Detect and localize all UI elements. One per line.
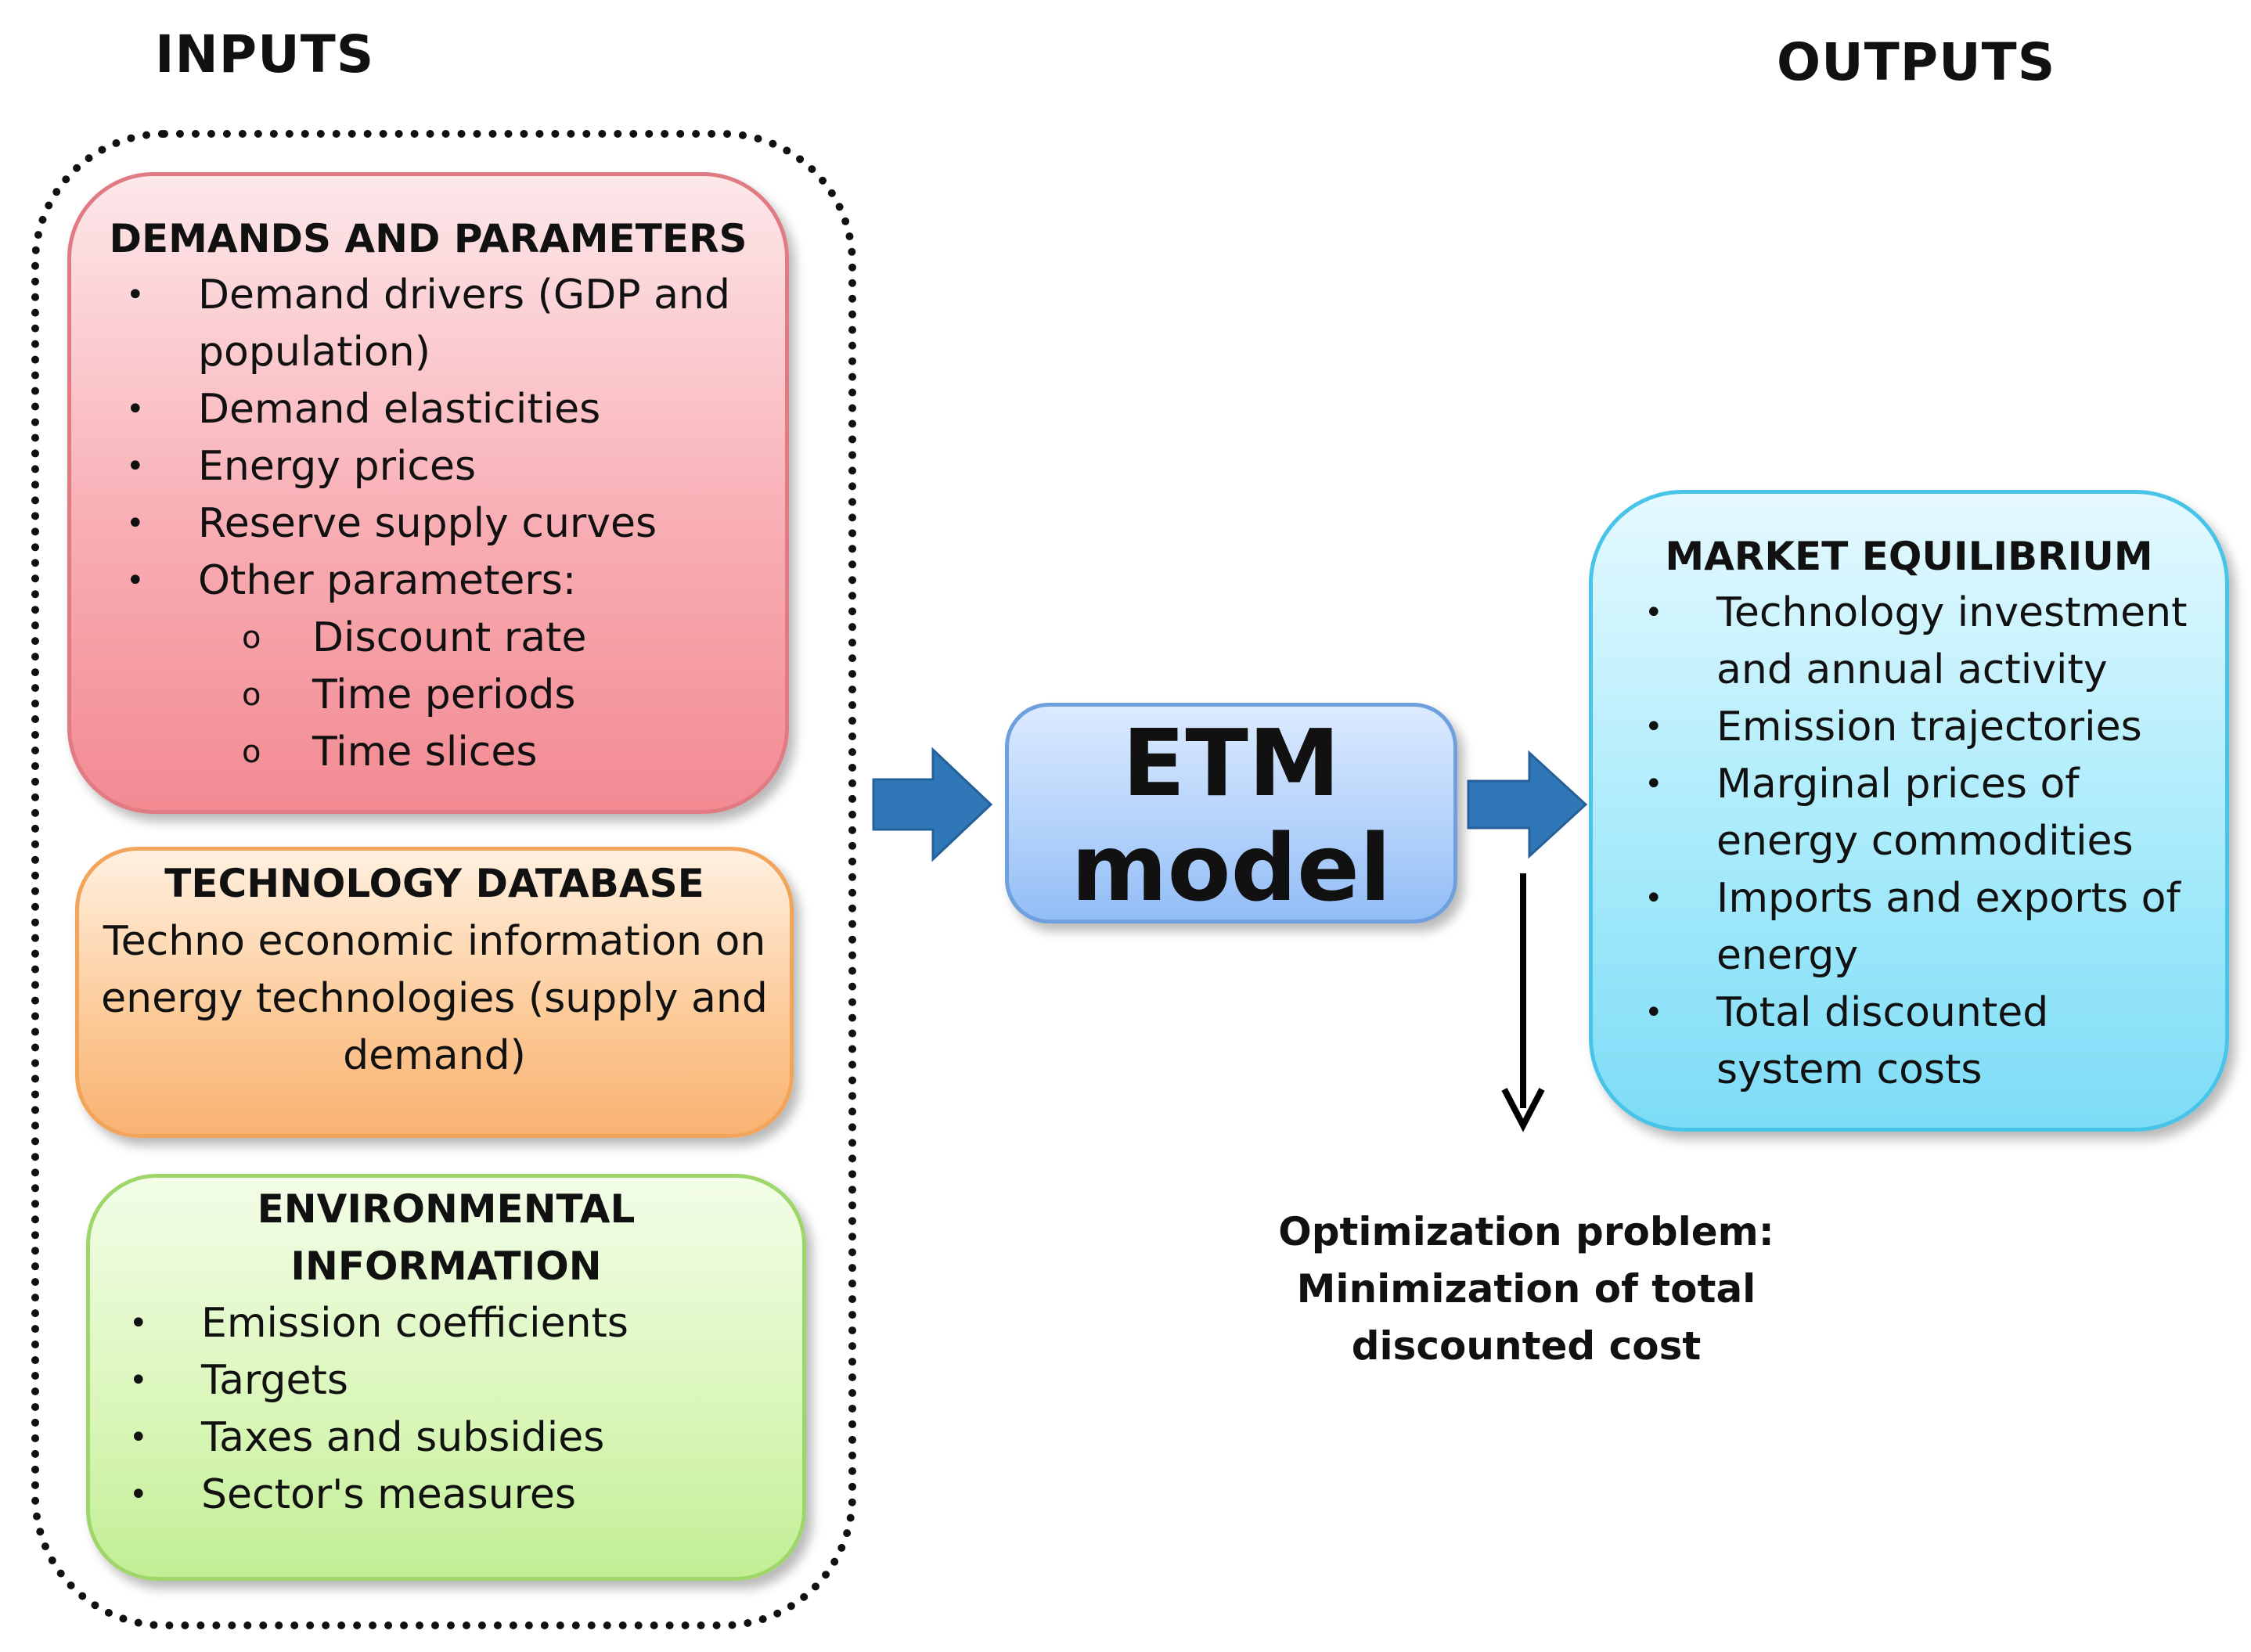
list-item: •Emission coefficients: [129, 1300, 629, 1347]
market-equilibrium-title: MARKET EQUILIBRIUM: [1665, 534, 2153, 579]
environmental-information-box: ENVIRONMENTAL INFORMATION •Emission coef…: [86, 1174, 806, 1581]
etm-model-box: ETM model: [1005, 703, 1457, 923]
etm-model-label-line2: model: [1071, 814, 1392, 922]
environmental-information-list: •Emission coefficients •Targets •Taxes a…: [129, 1295, 628, 1524]
inputs-group-frame: [31, 130, 856, 1629]
list-item: •Other parameters:: [126, 557, 577, 604]
inputs-to-model-arrow-icon: [872, 747, 993, 862]
list-item: •Imports and exports of: [1644, 875, 2181, 922]
list-item: system costs: [1716, 1046, 1983, 1093]
outputs-heading: OUTPUTS: [1777, 32, 2056, 92]
list-item: •Emission trajectories: [1644, 704, 2142, 750]
etm-model-label-line1: ETM: [1122, 709, 1341, 817]
list-item: •Demand elasticities: [126, 386, 601, 433]
technology-database-title: TECHNOLOGY DATABASE: [164, 861, 704, 906]
list-item: •Energy prices: [126, 443, 477, 490]
list-item: •Reserve supply curves: [126, 500, 657, 547]
list-item: •Demand drivers (GDP and: [126, 272, 730, 319]
demands-parameters-title: DEMANDS AND PARAMETERS: [109, 216, 747, 261]
market-equilibrium-box: MARKET EQUILIBRIUM •Technology investmen…: [1589, 490, 2229, 1132]
list-item: •Marginal prices of: [1644, 761, 2080, 808]
model-to-outputs-arrow-icon: [1467, 750, 1588, 859]
inputs-heading: INPUTS: [155, 24, 375, 85]
demands-parameters-list: •Demand drivers (GDP and population) •De…: [126, 267, 730, 610]
technology-database-description: Techno economic information on energy te…: [101, 918, 768, 1079]
market-equilibrium-list: •Technology investment and annual activi…: [1644, 585, 2187, 1099]
list-item: •Total discounted: [1644, 989, 2049, 1036]
list-item: •Sector's measures: [129, 1471, 576, 1518]
demands-parameters-box: DEMANDS AND PARAMETERS •Demand drivers (…: [67, 172, 789, 814]
list-item: •Targets: [129, 1357, 348, 1404]
technology-database-box: TECHNOLOGY DATABASE Techno economic info…: [75, 847, 794, 1138]
list-item: energy commodities: [1716, 818, 2134, 865]
down-arrow-icon: [1501, 873, 1545, 1132]
optimization-problem-caption: Optimization problem: Minimization of to…: [1278, 1209, 1774, 1369]
list-item: •Taxes and subsidies: [129, 1414, 605, 1461]
list-item: energy: [1716, 932, 1859, 979]
list-item: and annual activity: [1716, 646, 2108, 693]
list-item: population): [198, 329, 430, 376]
environmental-information-title: ENVIRONMENTAL INFORMATION: [257, 1186, 636, 1289]
list-item: •Technology investment: [1644, 589, 2188, 636]
